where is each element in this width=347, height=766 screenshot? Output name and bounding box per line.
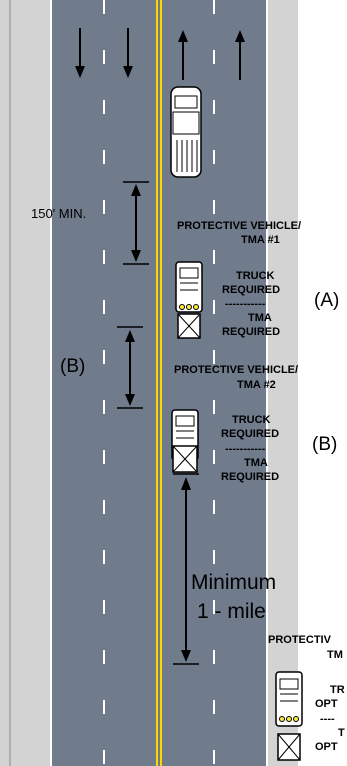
pv1-title-line1: PROTECTIVE VEHICLE/ [177, 220, 302, 232]
pv3-truck: TR [330, 684, 345, 696]
pv1-truck-required: REQUIRED [222, 284, 281, 296]
pv3-dash: ---- [320, 713, 335, 725]
minimum-label: Minimum [191, 571, 277, 594]
protective-vehicle-1 [175, 261, 203, 339]
pv1-tma: TMA [248, 312, 272, 324]
up-arrow-icon [178, 30, 188, 80]
pv2-title-line1: PROTECTIVE VEHICLE/ [174, 364, 299, 376]
pv2-dash: ----------- [225, 443, 266, 455]
pv1-truck: TRUCK [236, 270, 275, 282]
spacing-b-dimension [117, 326, 143, 409]
road-surface [50, 0, 268, 766]
pv2-tma: TMA [244, 457, 268, 469]
left-shoulder [0, 0, 50, 766]
right-shoulder [268, 0, 298, 766]
protective-vehicle-2 [171, 409, 199, 473]
pv3-opt2: OPT [315, 741, 338, 753]
pv1-tma-required: REQUIRED [222, 326, 281, 338]
pv3-tma: T [338, 727, 345, 739]
one-mile-dimension [173, 473, 199, 665]
pv2-marker: (B) [312, 434, 338, 455]
pv1-marker: (A) [314, 290, 340, 311]
pv3-title-line2: TM [327, 649, 343, 661]
pv2-truck: TRUCK [232, 414, 271, 426]
spacing-b-label: (B) [60, 356, 86, 377]
spacing-150-dimension [123, 181, 149, 265]
pv2-truck-required: REQUIRED [221, 428, 280, 440]
pv2-title-line2: TMA #2 [237, 379, 276, 391]
one-mile-label: 1 - mile [197, 600, 266, 623]
pv2-tma-required: REQUIRED [221, 471, 280, 483]
pv1-dash: ----------- [225, 298, 266, 310]
down-arrow-icon [123, 28, 133, 78]
pickup-truck-icon [170, 86, 202, 178]
protective-vehicle-3 [275, 671, 303, 761]
spacing-min-label: 150' MIN. [31, 206, 87, 221]
up-arrow-icon [235, 30, 245, 80]
pv1-title-line2: TMA #1 [241, 234, 280, 246]
down-arrow-icon [75, 28, 85, 78]
pv3-title-line1: PROTECTIV [268, 634, 331, 646]
pv3-opt1: OPT [315, 698, 338, 710]
